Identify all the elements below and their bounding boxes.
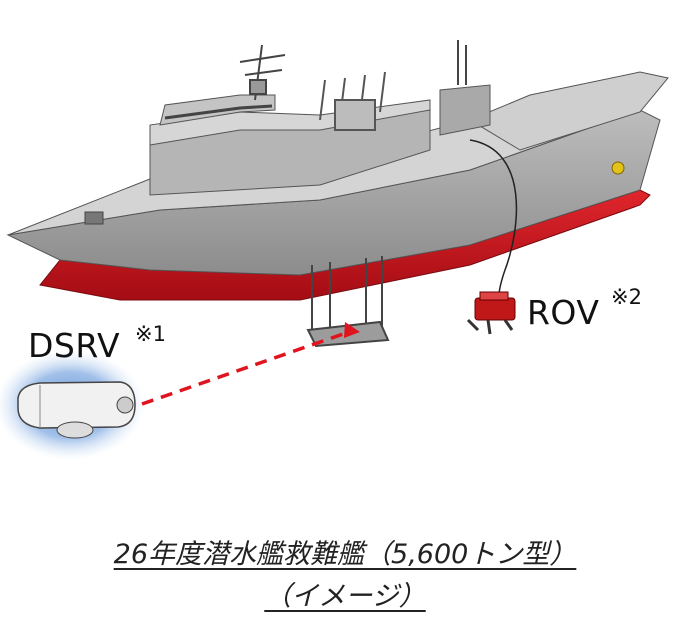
dsrv-route-line xyxy=(142,333,346,404)
bow-fitting xyxy=(85,212,103,224)
rov-label: ROV xyxy=(527,293,599,332)
dsrv-label: DSRV xyxy=(28,326,120,365)
dsrv-note-mark: ※1 xyxy=(135,322,166,346)
propeller xyxy=(612,162,624,174)
rov-note-mark: ※2 xyxy=(611,285,642,309)
caption-subtitle: （イメージ） xyxy=(0,574,690,613)
dsrv-vehicle xyxy=(0,350,145,460)
rov-vehicle xyxy=(468,292,515,334)
caption-title: 26年度潜水艦救難艦（5,600トン型） xyxy=(0,532,690,571)
main-mast xyxy=(240,45,285,100)
